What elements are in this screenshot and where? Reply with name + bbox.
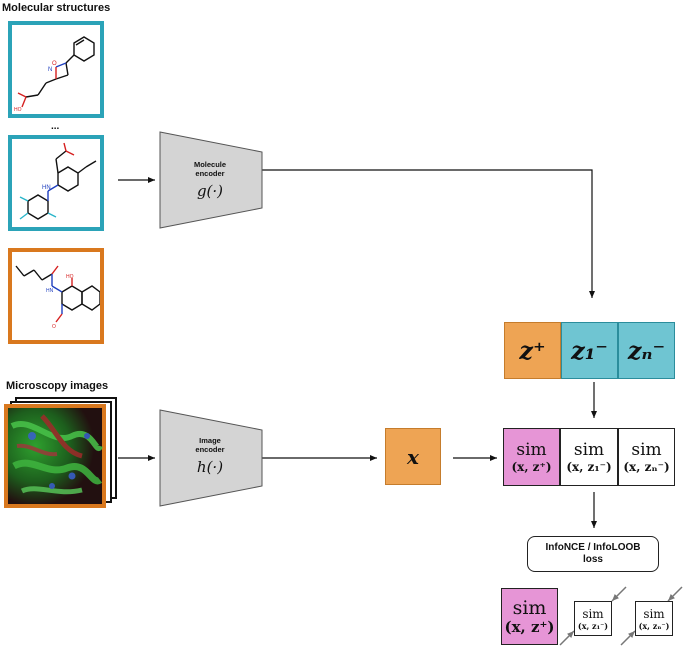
similarity-negative-1-word: sim [573,439,605,460]
output-similarity-positive-args: (x, z⁺) [504,617,555,636]
similarity-negative-1-args: (x, z₁⁻) [566,459,612,474]
molecule-encoder-label-line2: encoder [195,169,225,178]
embedding-z-positive: z⁺ [504,322,561,379]
molecule-box-2: HN [8,135,104,231]
similarity-negative-n-word: sim [631,439,662,460]
loss-label-line1: InfoNCE / InfoLOOB [545,542,641,553]
output-similarity-positive-word: sim [512,596,547,619]
svg-text:HN: HN [42,185,51,191]
arrow-negn-sim-in-bottom [620,630,636,646]
molecule-structure-2: HN [19,142,97,220]
similarity-positive: sim (x, z⁺) [503,428,560,486]
molecule-encoder-label-line1: Molecule [193,160,227,169]
output-similarity-negative-n: sim (x, zₙ⁻) [635,601,673,636]
svg-text:O: O [52,324,56,330]
arrow-molecule-encoder-to-embeddings [262,169,595,298]
image-encoder-label: Image encoder [170,436,250,454]
microscopy-images-title: Microscopy images [6,380,109,392]
embedding-x: x [385,428,441,485]
image-encoder-label-line2: encoder [195,445,225,454]
molecule-box-1: N O HO [8,21,104,118]
arrow-neg1-sim-in-top [611,586,627,602]
molecule-list-ellipsis: ... [51,121,60,132]
similarity-positive-word: sim [516,439,547,460]
molecule-encoder-shape [159,131,263,229]
image-encoder-function: h(·) [196,458,224,476]
molecule-encoder-function: g(·) [196,182,224,200]
similarity-negative-n: sim (x, zₙ⁻) [618,428,675,486]
output-similarity-positive: sim (x, z⁺) [501,588,558,645]
image-encoder-label-line1: Image [199,436,221,445]
loss-box: InfoNCE / InfoLOOB loss [527,536,659,572]
molecule-encoder-label: Molecule encoder [170,160,250,178]
output-similarity-negative-n-word: sim [643,606,665,621]
output-similarity-negative-1-args: (x, z₁⁻) [577,620,609,631]
arrow-negn-sim-in-top [667,586,683,602]
svg-text:HO: HO [14,107,22,113]
output-similarity-negative-n-args: (x, zₙ⁻) [638,620,670,631]
similarity-negative-n-args: (x, zₙ⁻) [623,459,670,474]
molecule-structure-3: HO HN O [15,265,101,330]
output-similarity-negative-1-word: sim [582,606,604,621]
microscopy-image-stack [4,397,117,508]
loss-label-line2: loss [582,554,603,565]
image-encoder-shape [159,409,263,507]
similarity-positive-args: (x, z⁺) [511,459,552,474]
arrow-neg1-sim-in-bottom [559,630,575,646]
svg-text:HO: HO [66,274,74,280]
molecule-structure-1: N O HO [14,36,95,113]
svg-text:O: O [52,61,57,67]
output-similarity-negative-1: sim (x, z₁⁻) [574,601,612,636]
svg-text:HN: HN [46,288,54,294]
similarity-negative-1: sim (x, z₁⁻) [560,428,618,486]
molecular-structures-title: Molecular structures [2,2,111,14]
embedding-z-negative-n: zₙ⁻ [618,322,675,379]
molecule-box-positive: HO HN O [8,248,104,344]
embedding-z-negative-1: z₁⁻ [561,322,618,379]
svg-text:N: N [48,67,52,73]
